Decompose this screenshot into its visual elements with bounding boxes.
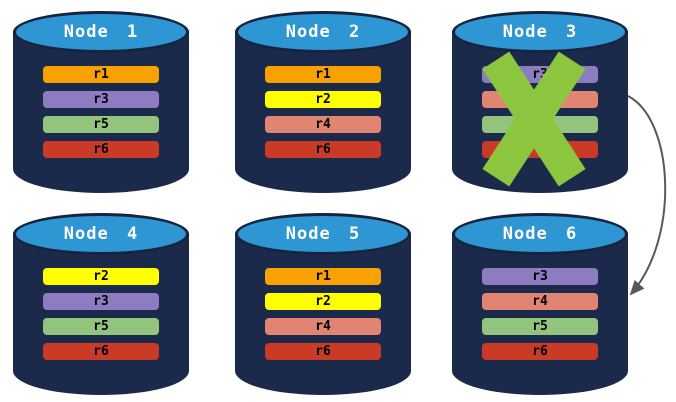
replica-label: r4 xyxy=(315,117,331,132)
replica-label: r3 xyxy=(93,294,109,309)
replica-bar: r6 xyxy=(265,343,381,360)
cylinder-top: Node 5 xyxy=(235,213,411,255)
cylinder-body xyxy=(235,31,411,193)
cylinder-top: Node 6 xyxy=(452,213,628,255)
replica-bar: r6 xyxy=(265,141,381,158)
cylinder-top: Node 4 xyxy=(13,213,189,255)
cylinder-body xyxy=(13,31,189,193)
replica-label: r6 xyxy=(532,344,548,359)
node-6: Node 6 r3 r4 r5 r6 xyxy=(452,213,628,395)
failover-arrow-path xyxy=(627,95,667,296)
replica-bar: r3 xyxy=(43,91,159,108)
node-title: Node 1 xyxy=(63,22,139,42)
replica-bar: r1 xyxy=(43,66,159,83)
replica-bar: r6 xyxy=(43,343,159,360)
replica-list: r2 r3 r5 r6 xyxy=(43,268,159,360)
replica-label: r1 xyxy=(93,67,109,82)
cylinder-top: Node 2 xyxy=(235,11,411,53)
cylinder-top: Node 3 xyxy=(452,11,628,53)
node-title: Node 4 xyxy=(63,224,139,244)
replica-label: r6 xyxy=(93,344,109,359)
cylinder-body xyxy=(452,233,628,395)
replica-label: r4 xyxy=(315,319,331,334)
replica-list: r3 r4 r5 r6 xyxy=(482,268,598,360)
replica-label: r2 xyxy=(315,92,331,107)
replica-label: r2 xyxy=(93,269,109,284)
replica-label: r3 xyxy=(93,92,109,107)
cylinder-top: Node 1 xyxy=(13,11,189,53)
replica-bar: r6 xyxy=(482,343,598,360)
replica-bar: r5 xyxy=(43,318,159,335)
node-2: Node 2 r1 r2 r4 r6 xyxy=(235,11,411,193)
node-title: Node 5 xyxy=(285,224,361,244)
replica-label: r6 xyxy=(315,344,331,359)
node-title: Node 6 xyxy=(502,224,578,244)
replica-list: r1 r3 r5 r6 xyxy=(43,66,159,158)
replica-label: r3 xyxy=(532,269,548,284)
replica-list: r1 r2 r4 r6 xyxy=(265,268,381,360)
replica-bar: r2 xyxy=(265,293,381,310)
replica-bar: r4 xyxy=(265,116,381,133)
replica-label: r1 xyxy=(315,269,331,284)
replica-list: r1 r2 r4 r6 xyxy=(265,66,381,158)
replica-bar: r4 xyxy=(265,318,381,335)
replica-label: r2 xyxy=(315,294,331,309)
replica-label: r5 xyxy=(93,319,109,334)
replica-bar: r5 xyxy=(43,116,159,133)
replica-bar: r3 xyxy=(43,293,159,310)
replica-bar: r4 xyxy=(482,293,598,310)
replica-bar: r1 xyxy=(265,66,381,83)
cylinder-body xyxy=(235,233,411,395)
node-title: Node 3 xyxy=(502,22,578,42)
replica-label: r5 xyxy=(532,319,548,334)
replica-label: r5 xyxy=(93,117,109,132)
replica-bar: r1 xyxy=(265,268,381,285)
cylinder-body xyxy=(13,233,189,395)
node-4: Node 4 r2 r3 r5 r6 xyxy=(13,213,189,395)
replica-label: r6 xyxy=(93,142,109,157)
node-3: Node 3 r3 xyxy=(452,11,628,193)
replica-label: r1 xyxy=(315,67,331,82)
node-1: Node 1 r1 r3 r5 r6 xyxy=(13,11,189,193)
replica-bar: r2 xyxy=(265,91,381,108)
replica-label: r6 xyxy=(315,142,331,157)
replica-bar: r2 xyxy=(43,268,159,285)
replica-label: r4 xyxy=(532,294,548,309)
node-5: Node 5 r1 r2 r4 r6 xyxy=(235,213,411,395)
replica-bar: r5 xyxy=(482,318,598,335)
replica-bar: r3 xyxy=(482,268,598,285)
replica-bar: r6 xyxy=(43,141,159,158)
node-title: Node 2 xyxy=(285,22,361,42)
